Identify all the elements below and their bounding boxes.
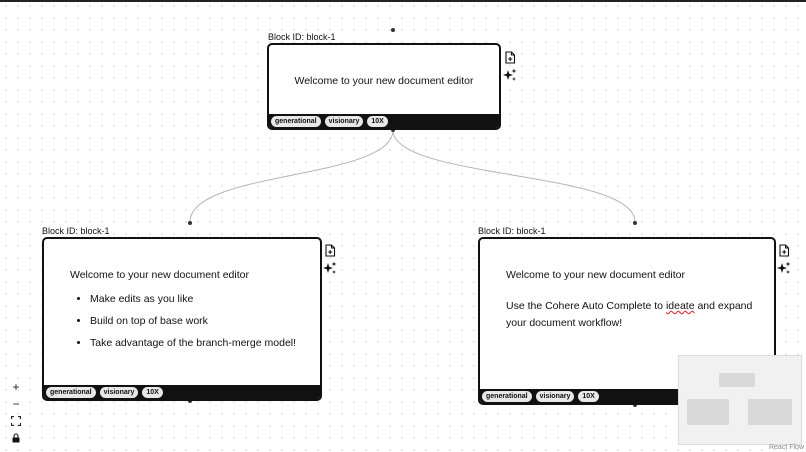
minus-icon[interactable]: − [12, 397, 20, 411]
node-body[interactable]: Welcome to your new document editor Use … [480, 239, 774, 390]
list-item: Take advantage of the branch-merge model… [90, 337, 296, 349]
paragraph-text: your document workflow! [506, 317, 623, 329]
handle-right-target[interactable] [633, 221, 637, 225]
handle-top-source[interactable] [391, 128, 395, 132]
sparkles-icon[interactable] [503, 68, 517, 82]
lock-icon[interactable] [8, 431, 24, 445]
block-id-label: Block ID: block-1 [268, 32, 336, 42]
tag-10x[interactable]: 10X [578, 390, 599, 402]
react-flow-attribution[interactable]: React Flow [768, 444, 804, 451]
handle-top-target[interactable] [391, 28, 395, 32]
tag-visionary[interactable]: visionary [324, 115, 364, 127]
document-node-top[interactable]: Welcome to your new document editor gene… [267, 43, 501, 130]
node-body[interactable]: Welcome to your new document editor [269, 45, 499, 115]
tag-generational[interactable]: generational [46, 386, 96, 398]
sparkles-icon[interactable] [323, 261, 337, 275]
node-paragraph: Use the Cohere Auto Complete to ideate a… [506, 298, 752, 332]
tag-10x[interactable]: 10X [142, 386, 163, 398]
file-plus-icon[interactable] [323, 243, 337, 257]
canvas-controls: + − [8, 380, 24, 445]
handle-left-target[interactable] [188, 221, 192, 225]
top-border [0, 0, 806, 2]
list-item: Build on top of base work [90, 315, 296, 327]
paragraph-text: Use the Cohere Auto Complete to [506, 300, 664, 312]
paragraph-text: and expand [697, 300, 753, 312]
node-actions [777, 243, 791, 275]
tag-visionary[interactable]: visionary [99, 386, 139, 398]
block-id-label: Block ID: block-1 [478, 226, 546, 236]
tag-bar: generational visionary 10X [269, 114, 499, 128]
node-body[interactable]: Welcome to your new document editor Make… [44, 239, 320, 386]
minimap[interactable] [678, 355, 802, 445]
fit-view-icon[interactable] [8, 414, 24, 428]
list-item: Make edits as you like [90, 293, 296, 305]
tag-visionary[interactable]: visionary [535, 390, 575, 402]
plus-icon[interactable]: + [12, 380, 20, 394]
node-actions [503, 50, 517, 82]
minimap-node [687, 399, 729, 425]
sparkles-icon[interactable] [777, 261, 791, 275]
node-title: Welcome to your new document editor [70, 269, 249, 281]
handle-right-source[interactable] [633, 403, 637, 407]
node-actions [323, 243, 337, 275]
minimap-node [748, 399, 792, 425]
node-title: Welcome to your new document editor [294, 75, 474, 87]
tag-10x[interactable]: 10X [367, 115, 388, 127]
minimap-node [719, 373, 755, 387]
edge-top-to-right [392, 129, 636, 223]
file-plus-icon[interactable] [777, 243, 791, 257]
tag-generational[interactable]: generational [482, 390, 532, 402]
file-plus-icon[interactable] [503, 50, 517, 64]
bullet-list: Make edits as you like Build on top of b… [70, 293, 296, 359]
spellcheck-word: ideate [665, 300, 695, 312]
edge-top-to-left [189, 129, 394, 223]
tag-generational[interactable]: generational [271, 115, 321, 127]
tag-bar: generational visionary 10X [44, 385, 320, 399]
document-node-left[interactable]: Welcome to your new document editor Make… [42, 237, 322, 401]
handle-left-source[interactable] [188, 399, 192, 403]
block-id-label: Block ID: block-1 [42, 226, 110, 236]
node-title: Welcome to your new document editor [506, 269, 685, 281]
